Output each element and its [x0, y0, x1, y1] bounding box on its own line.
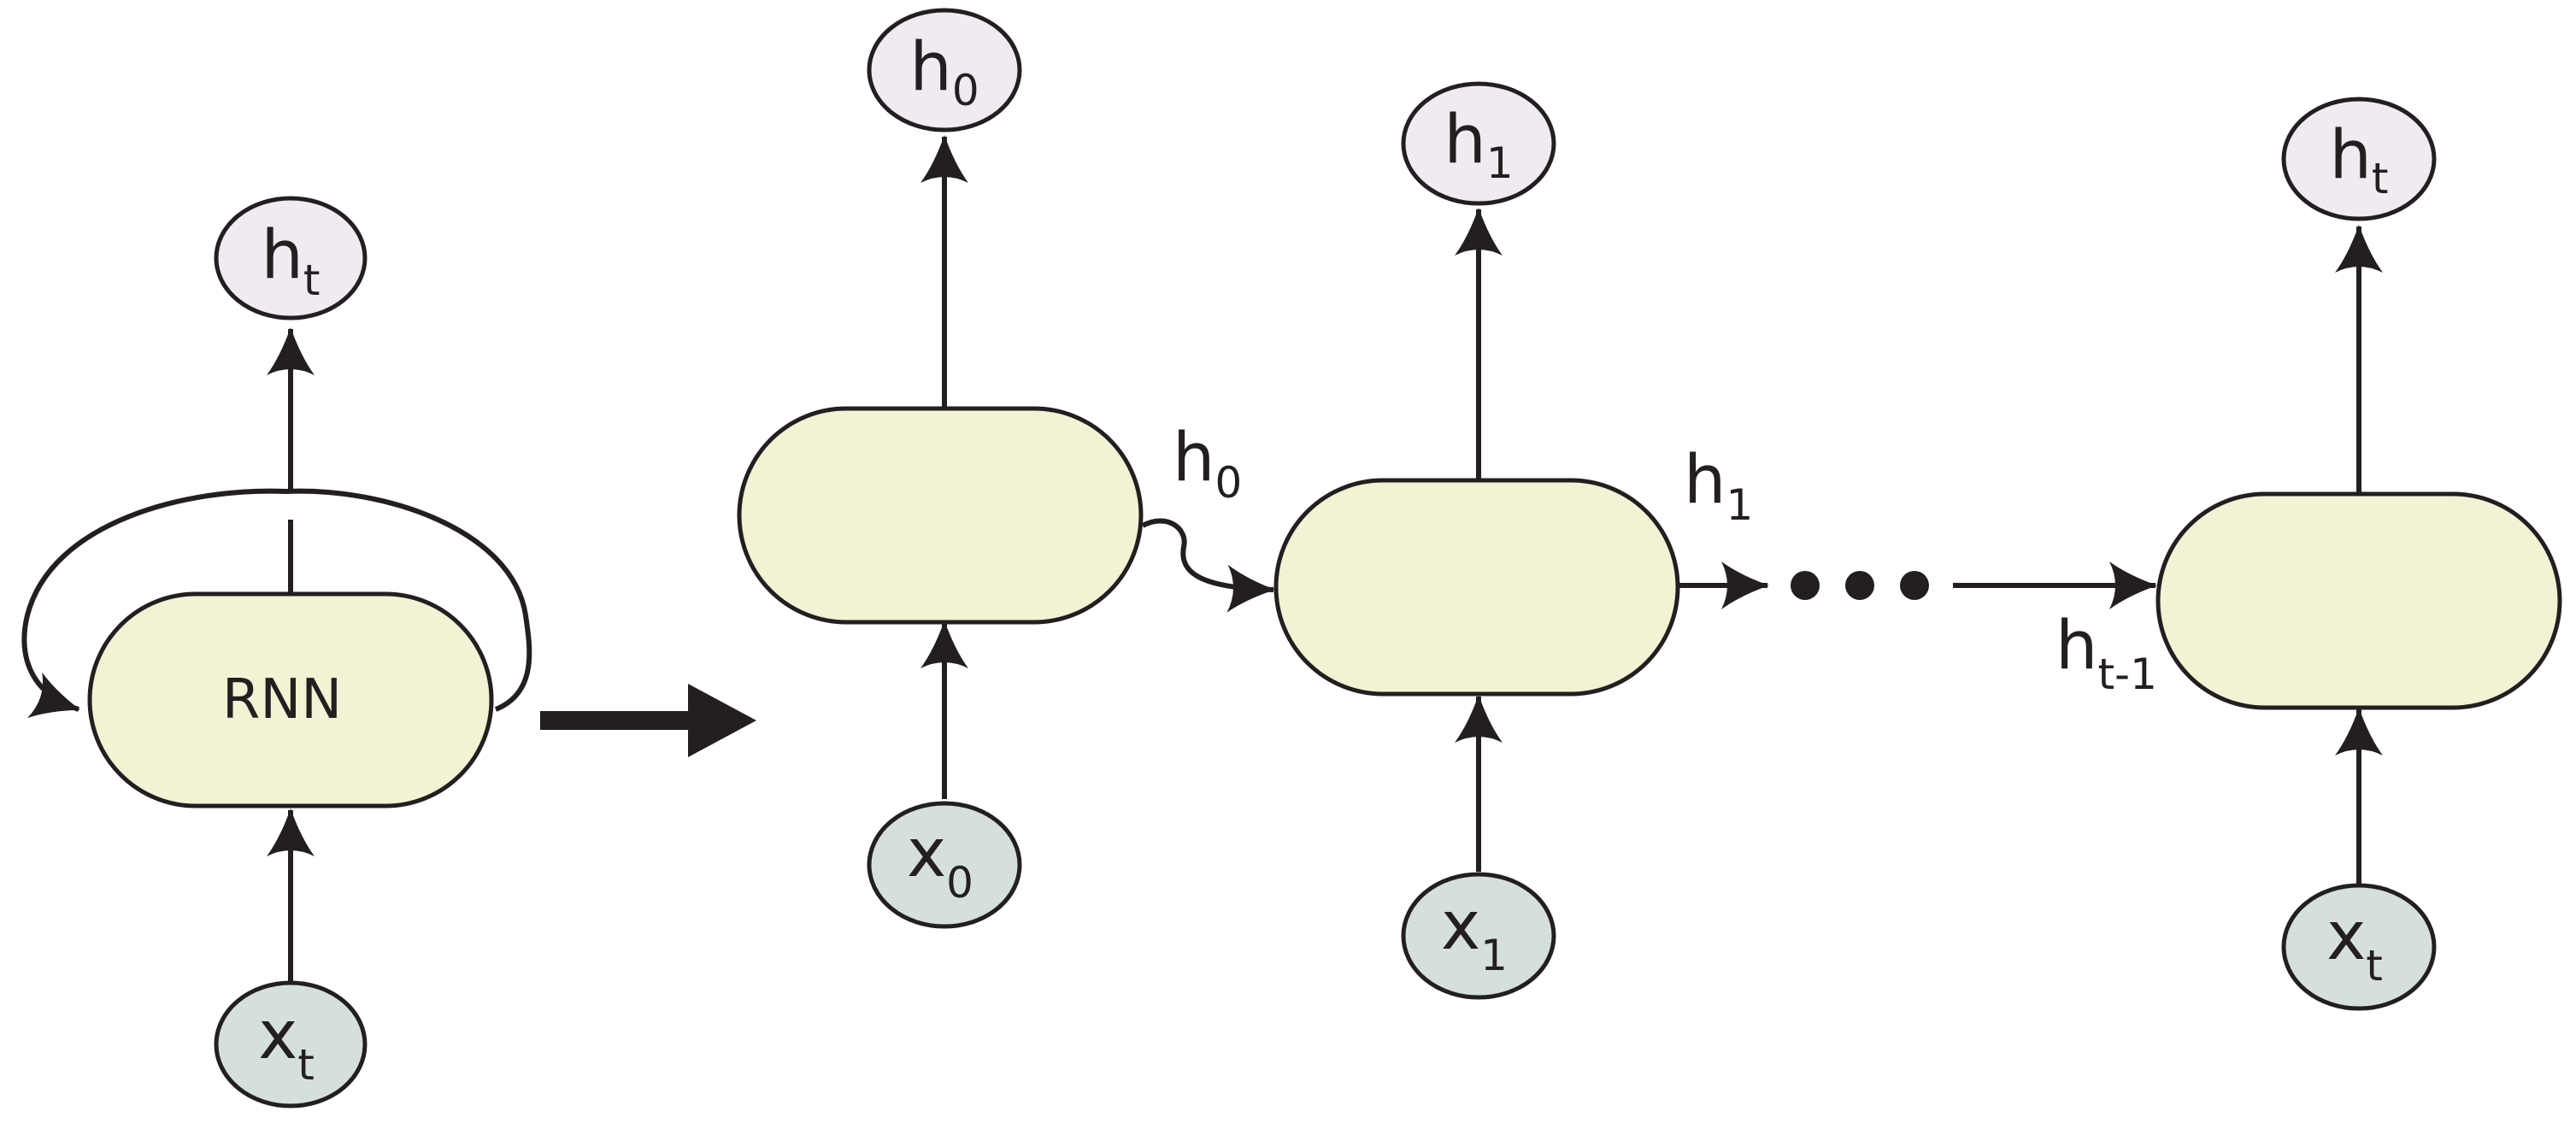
step0-input-node: [867, 801, 1022, 929]
folded-output-node: [214, 196, 368, 320]
rnn-cell: [87, 591, 494, 808]
folded-rnn: RNN ht xt: [21, 196, 532, 1108]
step1-output-node: [1401, 81, 1556, 206]
unrolled-sequence: h0 x0 h0 h1 x1 h1: [737, 8, 2562, 1011]
ellipsis-dots-icon: [1791, 571, 1929, 600]
recurrent-loop-edge: [21, 488, 532, 719]
step0-input-label: x0: [907, 815, 973, 908]
rnn-cell-label: RNN: [222, 668, 342, 732]
ellipsis-dot: [1900, 571, 1929, 600]
unroll-arrow-head: [688, 684, 756, 757]
ellipsis-dot: [1845, 571, 1874, 600]
step0-output-node: [867, 8, 1022, 132]
hidden-link-ht-1-label: ht-1: [2056, 608, 2157, 699]
hidden-link-h0-edge: [1141, 518, 1275, 613]
step1-output-label: h1: [1444, 102, 1513, 188]
stept-output-node: [2281, 97, 2437, 221]
folded-input-label: xt: [258, 997, 315, 1090]
step0-output-label: h0: [909, 29, 979, 115]
stept-input-node: [2281, 883, 2437, 1011]
hidden-link-h1-label: h1: [1684, 442, 1753, 530]
unroll-arrow-shaft: [540, 711, 694, 730]
step1-cell: [1273, 478, 1680, 697]
ellipsis-dot: [1791, 571, 1820, 600]
hidden-link-h0-label: h0: [1173, 420, 1242, 508]
step0-cell: [737, 406, 1144, 625]
stept-cell: [2155, 491, 2562, 710]
folded-input-node: [214, 980, 368, 1108]
stept-output-label: ht: [2329, 117, 2388, 203]
unroll-arrow: [540, 684, 756, 757]
step1-input-label: x1: [1441, 888, 1508, 980]
folded-output-label: ht: [261, 217, 320, 305]
step1-input-node: [1401, 872, 1556, 1000]
stept-input-label: xt: [2326, 898, 2383, 991]
